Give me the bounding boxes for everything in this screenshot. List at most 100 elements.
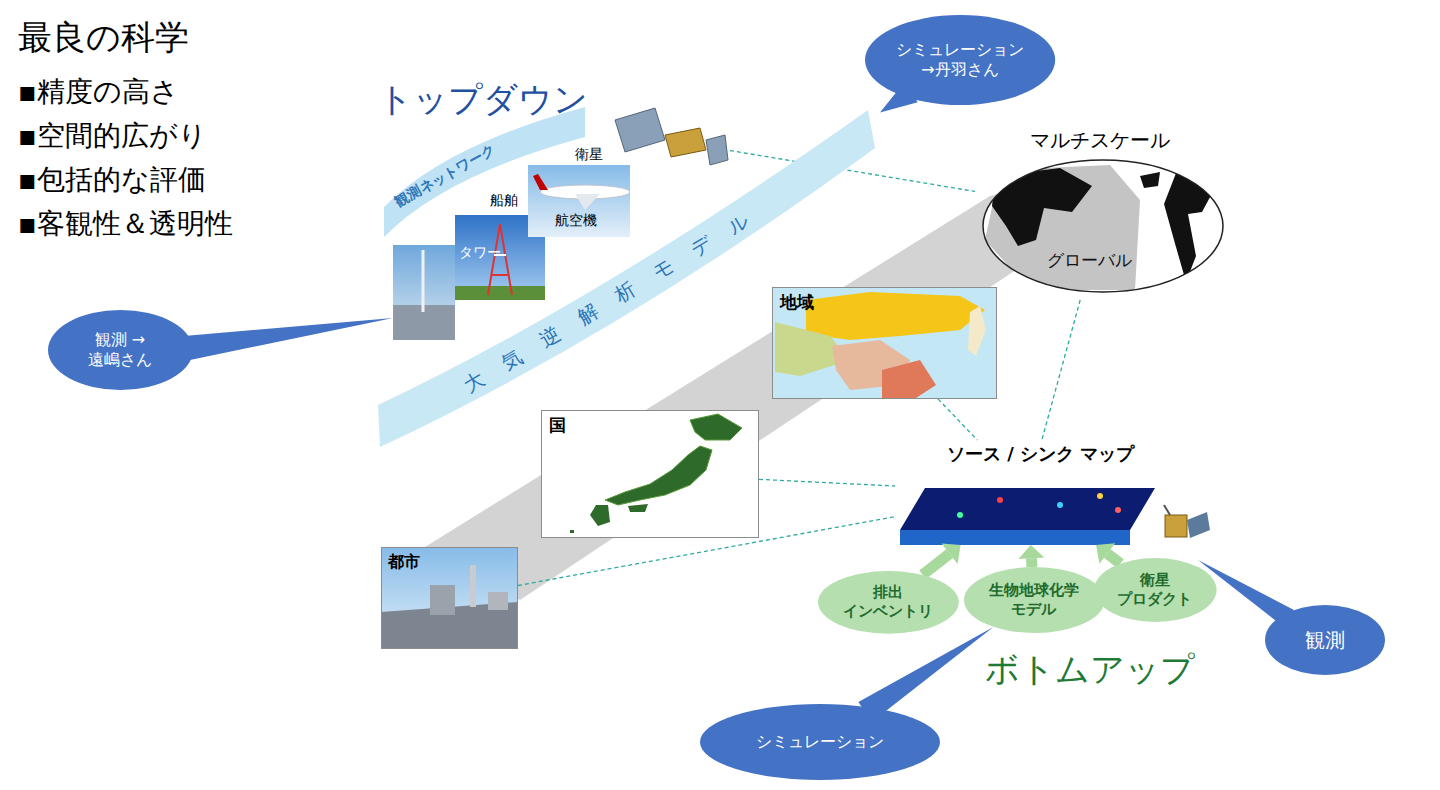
flux-spot — [1097, 493, 1103, 499]
callout-bubble: シミュレーション — [700, 704, 940, 780]
plane-photo — [528, 165, 630, 237]
country-map — [541, 410, 759, 538]
connector — [923, 543, 961, 574]
japan-island — [628, 504, 648, 512]
map-area — [806, 292, 985, 340]
free-label: ▪空間的広がり — [18, 118, 207, 153]
flux-spot — [1057, 502, 1063, 508]
input-ellipse: 衛星 プロダクト — [1094, 558, 1217, 622]
globe-box: マルチスケールグローバル — [975, 126, 1233, 300]
flux-map — [900, 488, 1155, 530]
band-text: 観測ネットワーク — [392, 141, 498, 211]
city-photo-box: 都市 — [381, 547, 518, 649]
bubble-text: 観測 — [1300, 628, 1350, 653]
globe — [983, 160, 1223, 292]
satellite-box: 衛星 — [568, 105, 730, 169]
map-area — [882, 360, 936, 398]
land-shade — [985, 165, 1140, 290]
free-label: トップダウン — [378, 78, 588, 121]
dashed-link — [759, 479, 895, 486]
flow-arrow-shaft — [1026, 558, 1038, 567]
bubble-fill — [964, 567, 1105, 633]
box-text: 衛星 — [575, 146, 603, 164]
satellite-panel — [615, 108, 665, 152]
connector — [759, 479, 895, 486]
input-ellipse: 生物地球化学 モデル — [964, 567, 1105, 633]
box-text: タワー — [459, 244, 501, 262]
plane-wing — [575, 194, 600, 210]
bubble-fill — [865, 15, 1055, 105]
satellite-panel — [1187, 512, 1210, 538]
japan-island — [690, 414, 742, 440]
map-area — [968, 306, 986, 356]
callout-bubble: 観測 — [1265, 605, 1385, 675]
region-map-box: 地域 — [772, 287, 997, 399]
mast-leg — [500, 224, 512, 295]
connector — [1042, 300, 1080, 440]
satellite-body — [665, 128, 706, 157]
connector — [1019, 545, 1045, 567]
box-text: 国 — [549, 415, 566, 436]
callout-tail — [184, 318, 393, 360]
title-text: 最良の科学 — [18, 16, 189, 59]
tower-photo — [393, 245, 455, 340]
flux-spot — [1115, 507, 1121, 513]
bubble-text: シミュレーション — [750, 732, 890, 752]
free-label: ボトムアップ — [985, 648, 1195, 691]
box-text: マルチスケール — [1030, 128, 1170, 153]
plane-tail — [533, 174, 548, 190]
connector — [518, 517, 895, 586]
free-label: ▪精度の高さ — [18, 74, 179, 109]
band-text: 大気逆解析モデル — [460, 196, 775, 399]
japan-island — [605, 446, 712, 505]
connector — [938, 399, 977, 440]
callout-bubble: 観測 →遠嶋さん — [48, 310, 193, 390]
box-text: 都市 — [388, 552, 420, 572]
inverse-model-band: 大気逆解析モデル — [375, 106, 880, 451]
satellite-body — [1165, 515, 1187, 537]
bubble-text: 排出 インベントリ — [840, 583, 936, 621]
flux-spot — [997, 497, 1003, 503]
bubble-fill — [700, 704, 940, 780]
bubble-fill — [1265, 605, 1385, 675]
japan-island — [570, 530, 574, 533]
flux-map-box: ソース / シンク マップ — [895, 440, 1160, 545]
flux-map-edge — [900, 530, 1130, 545]
band-fill — [378, 110, 875, 447]
bubble-text: 衛星 プロダクト — [1114, 571, 1196, 609]
bubble-text: 生物地球化学 モデル — [986, 581, 1082, 619]
skytree — [422, 250, 425, 312]
continent — [1140, 172, 1160, 188]
mast-band — [491, 274, 509, 276]
box-text: 航空機 — [555, 212, 597, 230]
satellite-panel — [706, 135, 728, 165]
mast-photo-box: 船舶タワー — [455, 190, 545, 300]
japan-island — [590, 505, 610, 526]
dashed-link — [938, 399, 977, 440]
globe-outline — [983, 160, 1223, 292]
box-text: グローバル — [1047, 250, 1132, 271]
input-ellipse: 排出 インベントリ — [818, 571, 959, 634]
dashed-link — [518, 517, 895, 586]
box-text: ソース / シンク マップ — [945, 443, 1136, 466]
bubble-text: シミュレーション →丹羽さん — [893, 40, 1027, 80]
country-map-box: 国 — [541, 410, 759, 538]
continent — [992, 168, 1092, 246]
flux-spot — [957, 512, 963, 518]
bubble-fill — [48, 310, 193, 390]
city-chimney — [470, 565, 476, 607]
city-photo — [381, 547, 518, 649]
callout-bubble: シミュレーション →丹羽さん — [865, 15, 1055, 105]
bubble-fill — [818, 571, 959, 634]
city-tank — [488, 592, 508, 610]
connector — [858, 627, 993, 722]
callout-tail — [858, 627, 993, 722]
globe-land — [985, 165, 1216, 290]
plane-photo-box: 航空機 — [528, 165, 630, 237]
continent — [1164, 168, 1216, 282]
region-map — [772, 287, 997, 399]
